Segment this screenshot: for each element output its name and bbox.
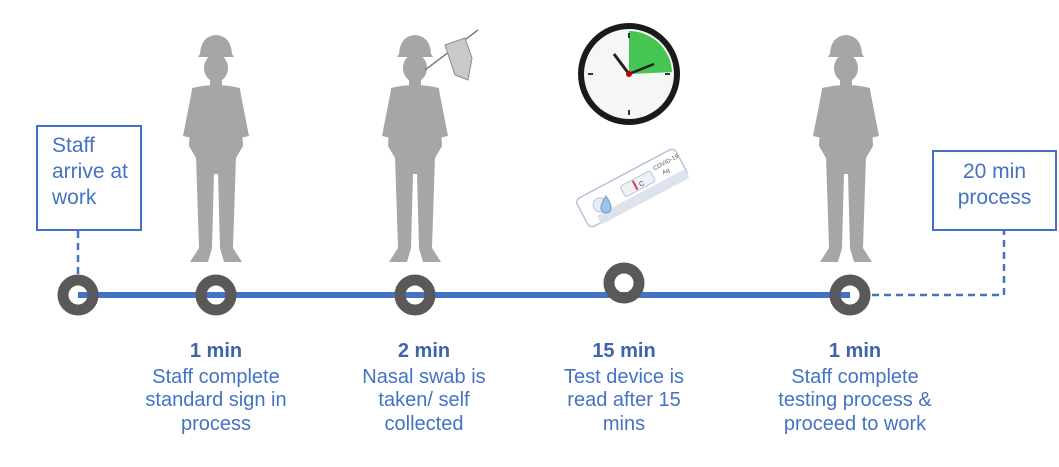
- step-line-2a: Nasal swab is: [362, 365, 486, 388]
- timeline-node-4: [829, 274, 871, 316]
- start-box-line-2: arrive at: [52, 160, 128, 183]
- test-device-c-label: C: [638, 180, 646, 189]
- step-line-2c: collected: [384, 412, 464, 435]
- swab-icon: [424, 29, 479, 81]
- step-line-3b: read after 15: [567, 389, 681, 411]
- start-box-line-3: work: [52, 186, 97, 209]
- end-box: 20 min process: [932, 150, 1057, 231]
- step-line-3a: Test device is: [563, 365, 685, 388]
- step-caption-1: 1 min Staff complete standard sign in pr…: [121, 340, 311, 436]
- step-duration-2: 2 min: [397, 340, 451, 362]
- timeline-node-start: [57, 274, 99, 316]
- step-duration-1: 1 min: [189, 340, 243, 362]
- step-line-4c: proceed to work: [783, 412, 927, 435]
- end-box-line-2: process: [957, 186, 1032, 209]
- step-line-3c: mins: [602, 412, 646, 435]
- step-caption-2: 2 min Nasal swab is taken/ self collecte…: [329, 340, 519, 436]
- end-connector: [872, 231, 1006, 297]
- test-device-icon: COVID-19 Ag C: [576, 148, 689, 228]
- step-line-4a: Staff complete: [791, 365, 919, 388]
- step-line-1c: process: [180, 412, 252, 435]
- end-box-line-1: 20 min: [962, 160, 1027, 183]
- person-silhouette-1: [183, 35, 249, 262]
- step-line-4b: testing process &: [778, 389, 932, 411]
- step-caption-3: 15 min Test device is read after 15 mins: [529, 340, 719, 436]
- step-duration-4: 1 min: [828, 340, 882, 362]
- step-line-1b: standard sign in: [145, 389, 287, 411]
- clock-icon: [578, 23, 680, 125]
- step-duration-3: 15 min: [592, 340, 656, 362]
- person-silhouette-2: [382, 35, 448, 262]
- timeline-node-1: [195, 274, 237, 316]
- test-device-ag-label: Ag: [662, 168, 671, 177]
- start-box-line-1: Staff: [52, 134, 95, 157]
- start-box: Staff arrive at work: [36, 125, 142, 231]
- person-silhouette-3: [813, 35, 879, 262]
- timeline-node-2: [394, 274, 436, 316]
- step-line-1a: Staff complete: [152, 365, 280, 388]
- step-line-2b: taken/ self: [378, 389, 470, 411]
- step-caption-4: 1 min Staff complete testing process & p…: [760, 340, 950, 436]
- timeline-node-3: [603, 262, 645, 304]
